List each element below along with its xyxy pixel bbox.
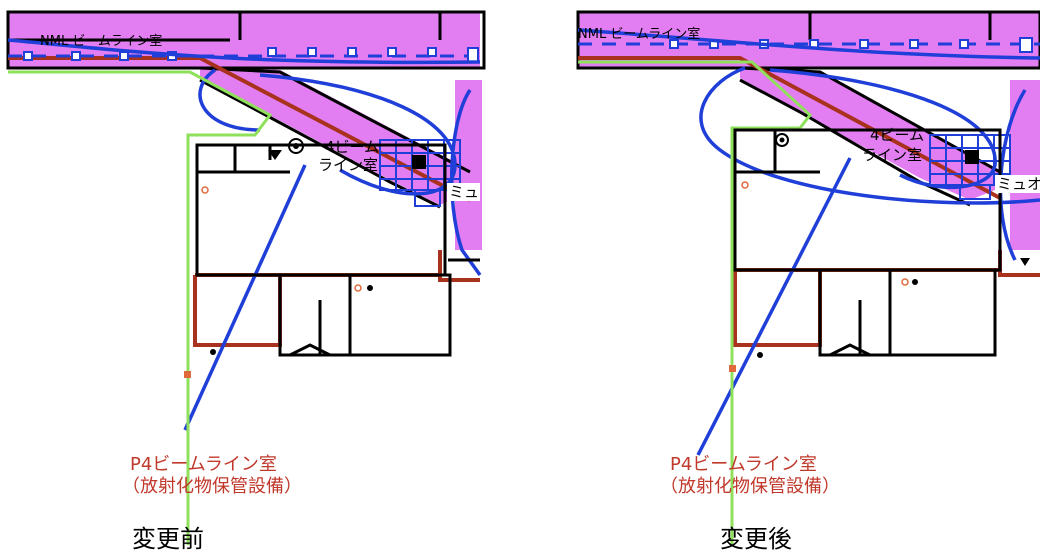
diag-label-1: 4ビーム: [325, 138, 379, 156]
corridor-label: NML ビームライン室: [578, 26, 700, 42]
diag-label-1: 4ビーム: [870, 126, 924, 144]
panel-after: NML ビームライン室 4ビーム ライン室 ミュオ P4ビームライン室 （放射化…: [520, 0, 1040, 556]
panel-caption: 変更後: [720, 525, 792, 553]
room-label-line1: P4ビームライン室: [130, 454, 277, 475]
room-label-line2: （放射化物保管設備）: [122, 476, 302, 497]
floor-plan-after: NML ビームライン室 4ビーム ライン室 ミュオ P4ビームライン室 （放射化…: [576, 10, 1040, 553]
beam-lines: [7, 38, 482, 431]
plan-symbols: [184, 138, 426, 378]
corridor-walls: [576, 10, 1040, 207]
beam-dump-grid: [929, 134, 1011, 200]
diag-label-2: ライン室: [862, 146, 922, 164]
room-label: P4ビームライン室 （放射化物保管設備）: [660, 454, 840, 497]
room-label-line2: （放射化物保管設備）: [660, 476, 840, 497]
plan-labels: NML ビームライン室 4ビーム ライン室 ミュオ: [578, 26, 1040, 193]
muon-label: ミュ: [449, 183, 479, 201]
panel-before: NML ビームライン室 4ビーム ライン室 ミュ P4ビームライン室 （放射化物…: [6, 10, 486, 553]
muon-label: ミュオ: [997, 175, 1040, 193]
floor-plan-before: NML ビームライン室 4ビーム ライン室 ミュ P4ビームライン室 （放射化物…: [6, 10, 486, 553]
corridor-label: NML ビームライン室: [40, 33, 162, 49]
plan-labels: NML ビームライン室 4ビーム ライン室 ミュ: [40, 33, 480, 201]
corridor-markers: [23, 47, 479, 63]
room-label: P4ビームライン室 （放射化物保管設備）: [122, 454, 302, 497]
building-walls: [733, 128, 1002, 357]
boundary-marker: [184, 371, 191, 378]
green-boundary: [578, 60, 813, 545]
diag-label-2: ライン室: [318, 156, 378, 174]
panel-caption: 変更前: [132, 525, 204, 553]
room-label-line1: P4ビームライン室: [670, 454, 817, 475]
plan-symbols: [729, 133, 1030, 372]
green-boundary: [8, 70, 273, 545]
building-walls: [195, 143, 480, 357]
boundary-marker: [729, 365, 736, 372]
